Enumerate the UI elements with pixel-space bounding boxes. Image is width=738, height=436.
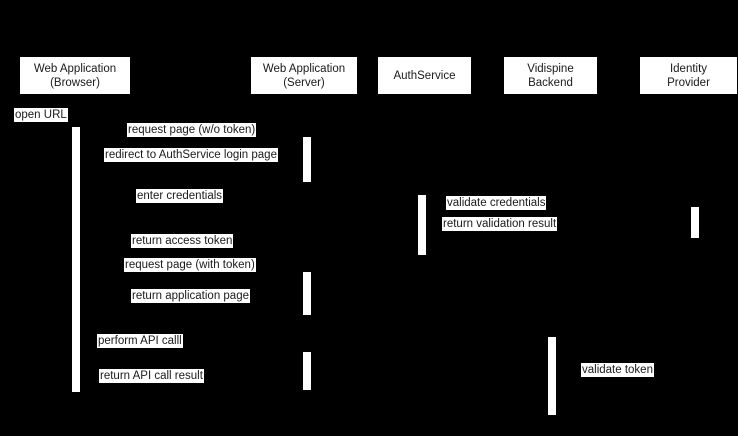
message-request-page-with-token: request page (with token)	[124, 258, 256, 272]
message-label-text: return validation result	[443, 218, 557, 230]
activation-bar-identity-provider	[691, 207, 699, 238]
message-return-api-call-result: return API call result	[99, 369, 204, 383]
activation-bar-server-1	[303, 137, 311, 182]
message-return-validation-result: return validation result	[442, 217, 558, 231]
message-label-text: request page (w/o token)	[128, 124, 256, 136]
message-validate-credentials: validate credentials	[446, 196, 547, 210]
message-return-application-page: return application page	[131, 289, 250, 303]
message-request-page-without-token: request page (w/o token)	[127, 123, 257, 137]
activation-bar-vidispine-backend	[548, 337, 556, 415]
participant-box-browser: Web Application (Browser)	[20, 57, 130, 94]
participant-label-vidispine-backend: Vidispine Backend	[527, 62, 574, 89]
participant-box-authservice: AuthService	[378, 57, 471, 94]
participant-box-server: Web Application (Server)	[251, 57, 357, 94]
message-redirect-to-authservice-login-page: redirect to AuthService login page	[104, 148, 278, 162]
participant-label-browser: Web Application (Browser)	[33, 62, 117, 89]
message-label-text: request page (with token)	[125, 259, 255, 271]
activation-bar-browser	[72, 127, 80, 392]
message-open-url: open URL	[14, 108, 68, 122]
activation-bar-authservice	[418, 195, 426, 255]
message-label-text: validate token	[582, 364, 653, 376]
activation-bar-server-3	[303, 352, 311, 390]
participant-label-authservice: AuthService	[393, 69, 456, 82]
activation-bar-server-2	[303, 272, 311, 315]
message-label-text: open URL	[15, 109, 67, 121]
message-validate-token: validate token	[581, 363, 654, 377]
participant-box-identity-provider: Identity Provider	[640, 57, 737, 94]
message-perform-api-call: perform API calll	[97, 334, 183, 348]
message-return-access-token: return access token	[131, 234, 234, 248]
message-label-text: return application page	[132, 290, 249, 302]
message-label-text: perform API calll	[98, 335, 182, 347]
participant-label-identity-provider: Identity Provider	[667, 62, 710, 89]
message-label-text: return access token	[132, 235, 233, 247]
participant-label-server: Web Application (Server)	[262, 62, 346, 89]
message-label-text: validate credentials	[447, 197, 546, 209]
message-label-text: redirect to AuthService login page	[105, 149, 277, 161]
message-label-text: enter credentials	[137, 190, 223, 202]
message-label-text: return API call result	[100, 370, 203, 382]
participant-box-vidispine-backend: Vidispine Backend	[504, 57, 597, 94]
message-enter-credentials: enter credentials	[136, 189, 224, 203]
